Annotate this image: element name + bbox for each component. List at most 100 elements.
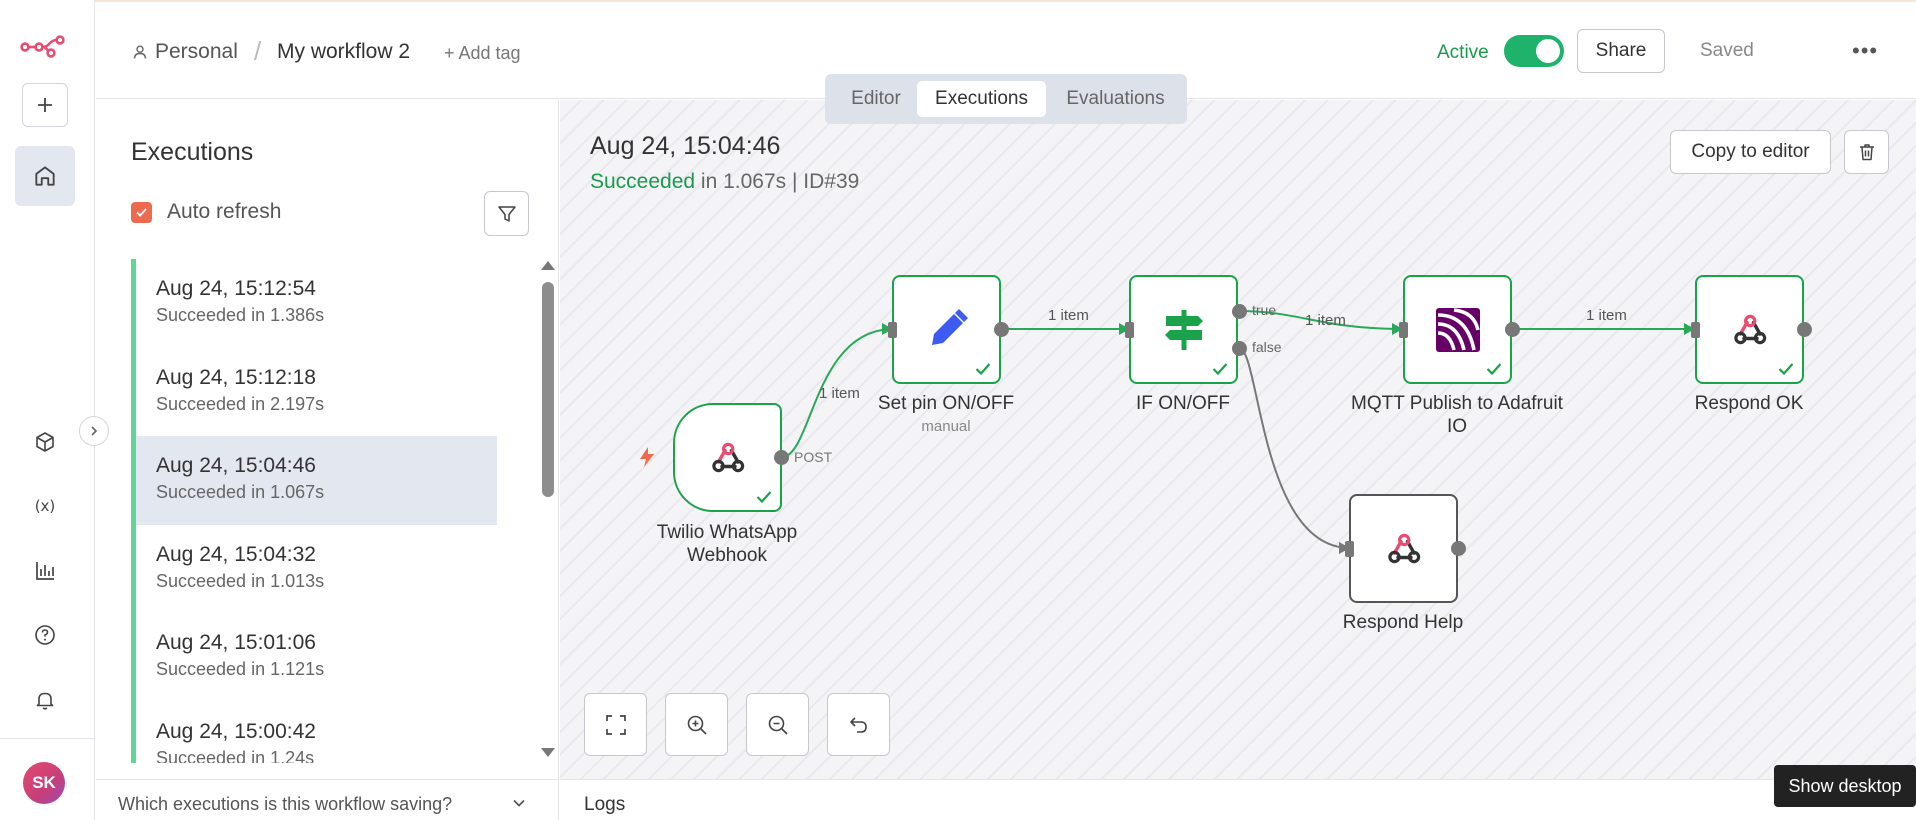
output-handle-false[interactable] [1232, 341, 1247, 356]
tab-executions[interactable]: Executions [917, 81, 1046, 117]
output-handle-true[interactable] [1232, 304, 1247, 319]
active-toggle[interactable] [1504, 35, 1564, 67]
executions-list: Aug 24, 15:12:54 Succeeded in 1.386s Aug… [131, 259, 497, 763]
undo-icon [849, 716, 867, 733]
node-twilio-webhook[interactable] [673, 403, 782, 512]
notifications-button[interactable] [29, 684, 61, 716]
execution-summary: Succeeded in 1.067s | ID#39 [590, 170, 859, 194]
execution-status-success: Succeeded [590, 170, 696, 193]
more-options-button[interactable]: ••• [1852, 38, 1879, 63]
zoom-in-button[interactable] [665, 693, 728, 756]
execution-status: Succeeded in 1.013s [156, 570, 325, 591]
node-if[interactable] [1129, 275, 1238, 384]
input-handle[interactable] [1399, 322, 1408, 338]
arrow-head [882, 323, 893, 335]
edge-label: 1 item [1586, 307, 1627, 324]
node-set-pin[interactable] [892, 275, 1001, 384]
check-icon [136, 207, 147, 217]
user-avatar[interactable]: SK [23, 762, 65, 804]
breadcrumb-project[interactable]: Personal [132, 40, 238, 64]
node-mqtt[interactable] [1403, 275, 1512, 384]
fit-view-button[interactable] [584, 693, 647, 756]
scroll-up-arrow[interactable] [541, 261, 555, 270]
tab-editor[interactable]: Editor [851, 88, 901, 109]
zoom-out-icon [768, 715, 788, 735]
node-label: Twilio WhatsApp Webhook [656, 522, 798, 566]
arrow-head [1684, 323, 1695, 335]
node-respond-help[interactable] [1349, 494, 1458, 603]
arrow-head [1119, 323, 1130, 335]
workflow-canvas[interactable]: Aug 24, 15:04:46 Succeeded in 1.067s | I… [560, 100, 1916, 779]
node-respond-ok[interactable] [1695, 275, 1804, 384]
connection-if-true-mqtt [1238, 310, 1404, 330]
execution-status: Succeeded in 1.121s [156, 659, 325, 679]
execution-time: Aug 24, 15:12:54 [156, 277, 316, 300]
scroll-down-arrow[interactable] [541, 748, 555, 757]
templates-button[interactable] [29, 426, 61, 458]
logs-bar[interactable]: Logs [560, 779, 1916, 820]
output-handle[interactable] [1505, 322, 1520, 337]
expand-sidebar-button[interactable] [79, 416, 109, 446]
execution-date: Aug 24, 15:04:46 [590, 132, 781, 160]
mqtt-icon [1405, 277, 1510, 382]
auto-refresh[interactable]: Auto refresh [131, 200, 281, 224]
active-label: Active [1437, 42, 1489, 63]
output-handle[interactable] [774, 450, 789, 465]
variables-button[interactable]: (x) [29, 490, 61, 522]
execution-item[interactable]: Aug 24, 15:12:18 Succeeded in 2.197s [131, 347, 497, 436]
logs-label: Logs [584, 794, 626, 815]
add-button[interactable] [22, 83, 68, 127]
execution-item[interactable]: Aug 24, 15:00:42 Succeeded in 1.24s [131, 701, 497, 763]
output-handle[interactable] [1797, 322, 1812, 337]
share-button[interactable]: Share [1577, 29, 1665, 73]
home-button[interactable] [15, 146, 75, 206]
workflow-name[interactable]: My workflow 2 [277, 40, 411, 63]
node-subtitle: manual [921, 418, 971, 435]
connection-webhook-setpin [781, 328, 894, 458]
node-label: Respond Help [1342, 612, 1464, 633]
edge-label: 1 item [1048, 307, 1089, 324]
filter-button[interactable] [484, 191, 529, 236]
n8n-logo-icon[interactable] [20, 32, 66, 60]
copy-to-editor-button[interactable]: Copy to editor [1670, 130, 1831, 174]
cube-icon [36, 432, 54, 452]
node-label: IF ON/OFF [1136, 393, 1230, 414]
home-icon [35, 166, 55, 186]
workflow-header: Personal / My workflow 2 + Add tag Activ… [96, 2, 1916, 99]
input-handle[interactable] [1345, 541, 1354, 557]
execution-item[interactable]: Aug 24, 15:12:54 Succeeded in 1.386s [131, 259, 497, 348]
execution-item-selected[interactable]: Aug 24, 15:04:46 Succeeded in 1.067s [131, 436, 497, 525]
input-handle[interactable] [888, 322, 897, 338]
execution-item[interactable]: Aug 24, 15:04:32 Succeeded in 1.013s [131, 524, 497, 613]
scrollbar-thumb[interactable] [542, 282, 554, 497]
arrow-head [1392, 323, 1403, 335]
delete-execution-button[interactable] [1844, 130, 1889, 174]
output-handle[interactable] [994, 322, 1009, 337]
execution-status: Succeeded in 1.067s [156, 482, 325, 502]
input-handle[interactable] [1691, 322, 1700, 338]
branch-label-false: false [1252, 339, 1282, 355]
webhook-icon [1351, 496, 1456, 601]
help-button[interactable] [29, 619, 61, 651]
toggle-knob [1536, 39, 1560, 63]
add-tag-button[interactable]: + Add tag [444, 43, 521, 63]
edge-label: 1 item [819, 385, 860, 402]
help-circle-icon [35, 625, 55, 645]
reset-zoom-button[interactable] [827, 693, 890, 756]
input-handle[interactable] [1125, 322, 1134, 338]
execution-saving-dropdown[interactable]: Which executions is this workflow saving… [96, 779, 559, 820]
node-label: Set pin ON/OFF [877, 393, 1015, 414]
sidebar-divider [0, 738, 95, 739]
success-check-icon [975, 363, 991, 376]
output-handle[interactable] [1451, 541, 1466, 556]
execution-item[interactable]: Aug 24, 15:01:06 Succeeded in 1.121s [131, 613, 497, 702]
success-check-icon [1212, 363, 1228, 376]
tab-evaluations[interactable]: Evaluations [1066, 88, 1165, 109]
insights-button[interactable] [29, 555, 61, 587]
executions-title: Executions [131, 138, 254, 166]
auto-refresh-checkbox[interactable] [131, 201, 152, 223]
execution-duration: in 1.067s | ID#39 [695, 170, 860, 193]
execution-status: Succeeded in 1.386s [156, 305, 325, 325]
webhook-icon [1697, 277, 1802, 382]
zoom-out-button[interactable] [746, 693, 809, 756]
